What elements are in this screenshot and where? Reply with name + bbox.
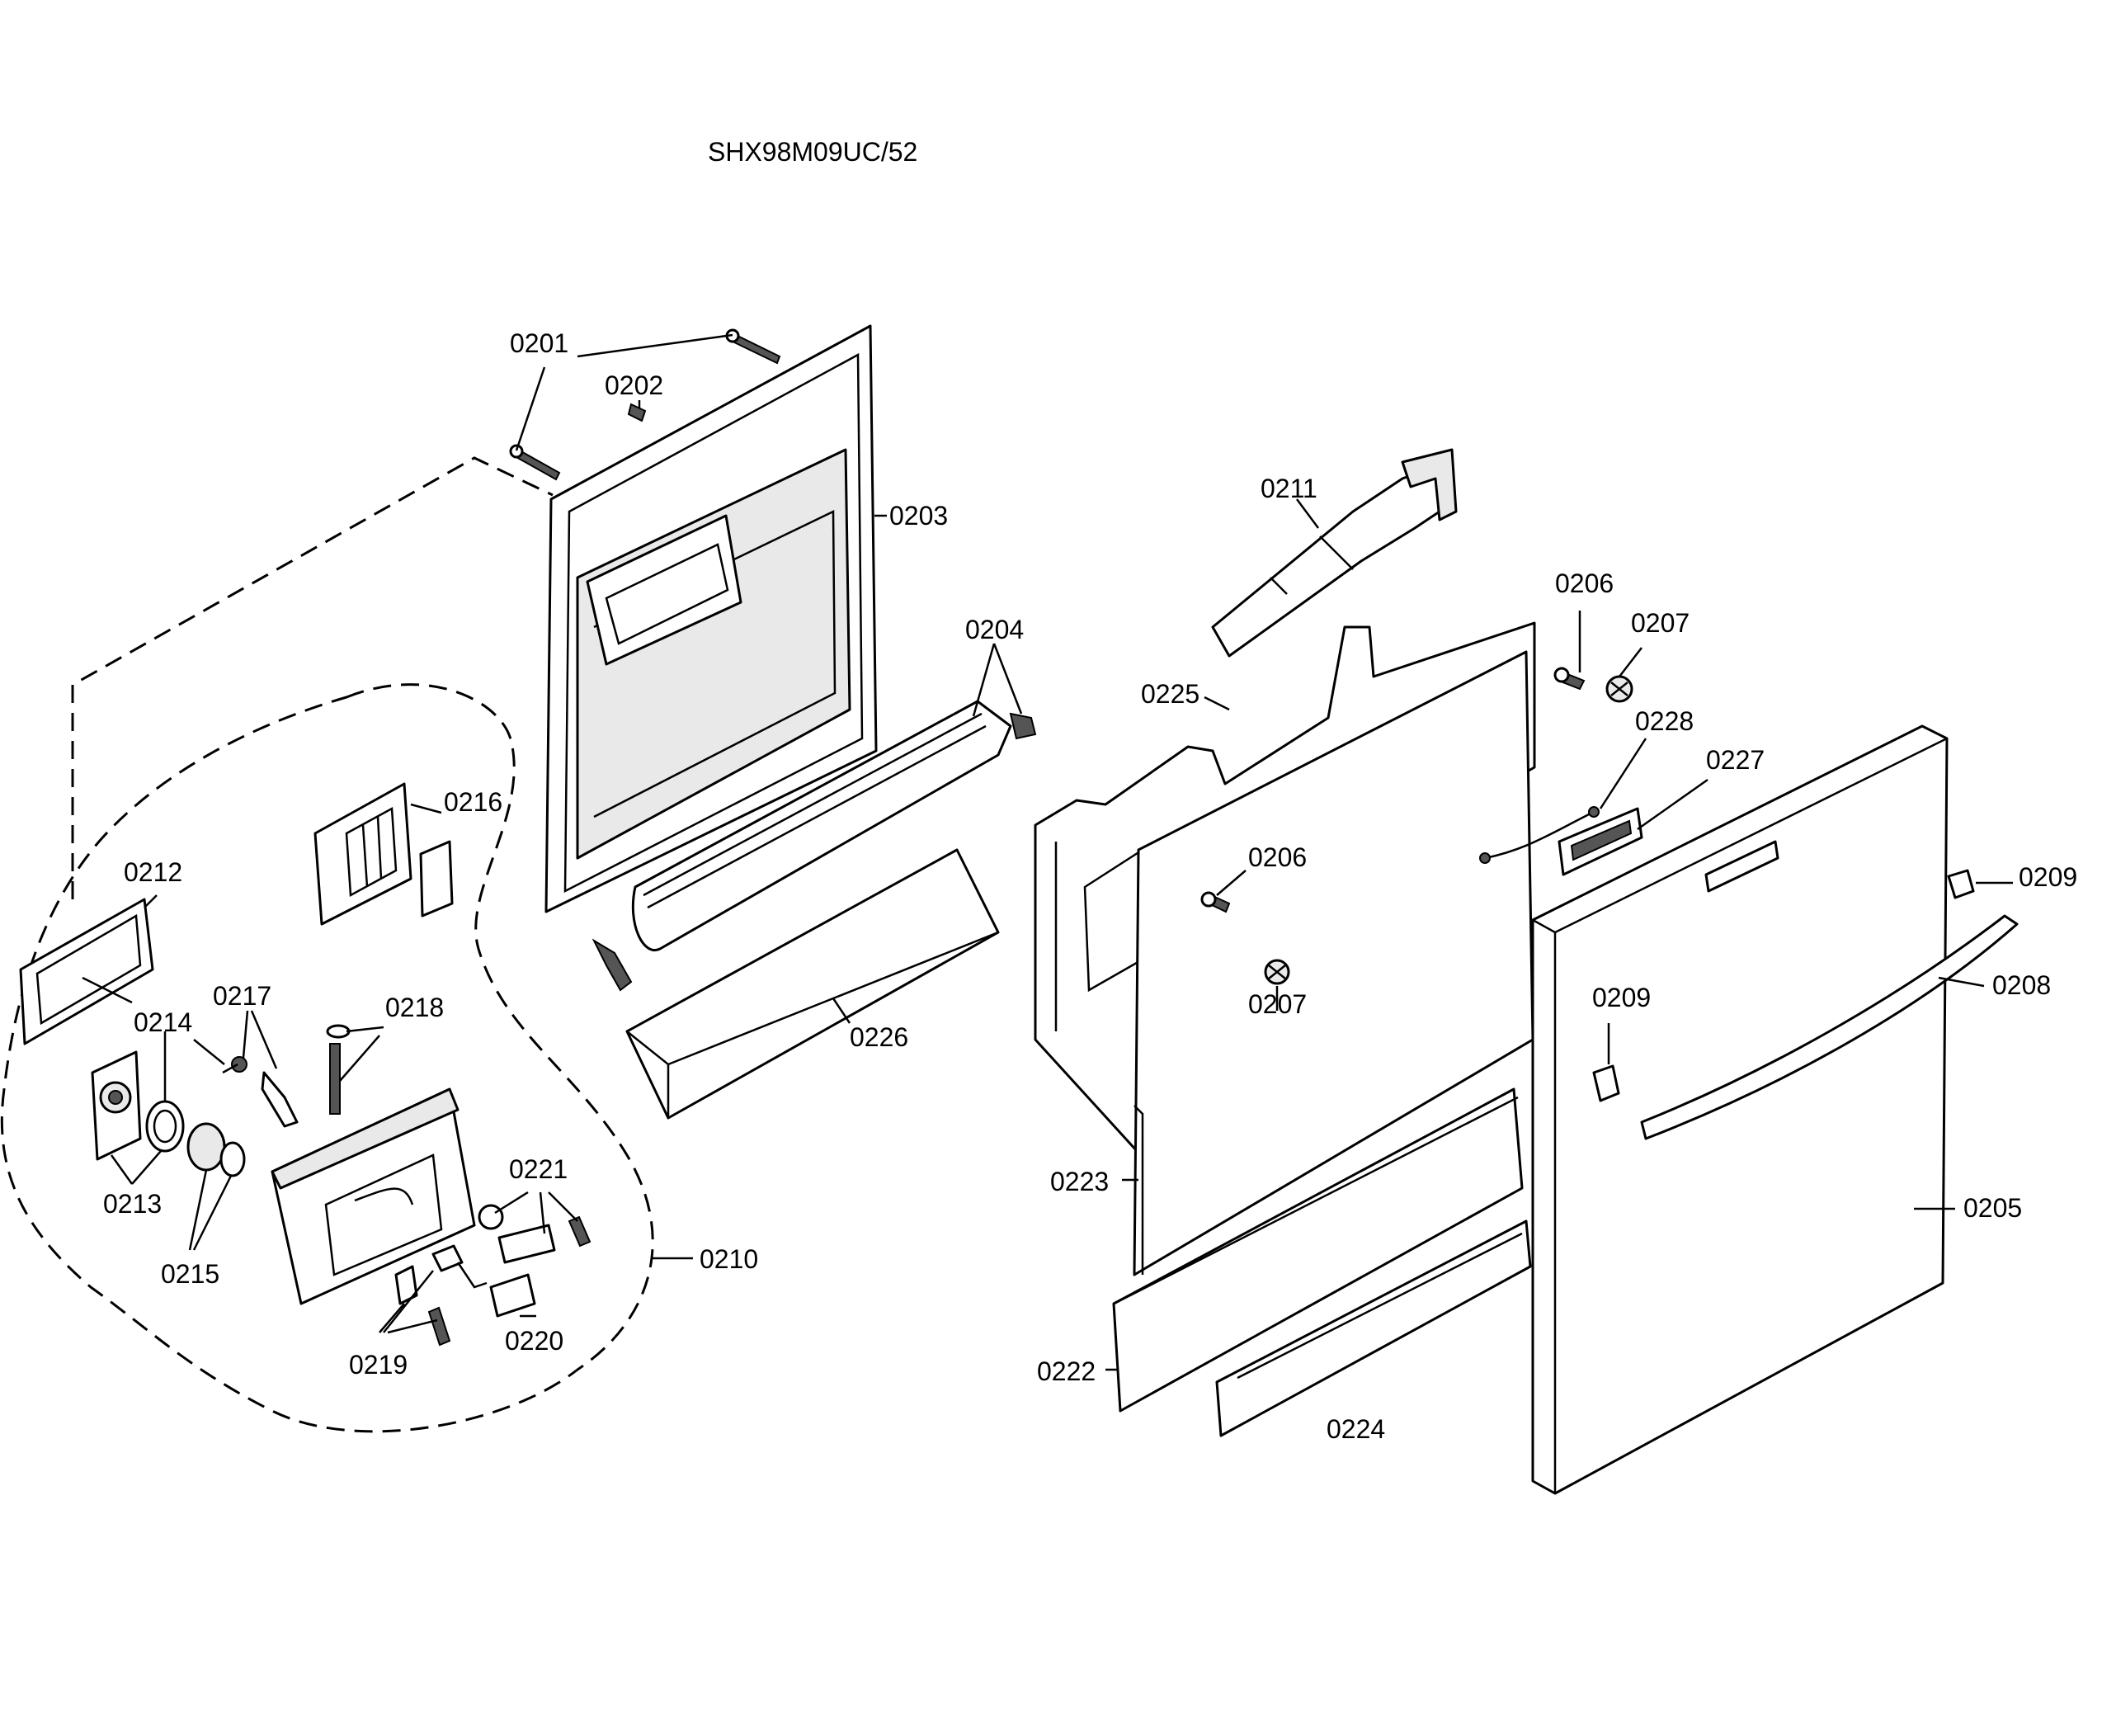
label-0208: 0208	[1992, 970, 2051, 1000]
label-0206-center: 0206	[1248, 842, 1307, 872]
handle-cap-0209-left	[1592, 1064, 1620, 1102]
label-0206-right: 0206	[1555, 568, 1614, 598]
fastener-0207-center	[1264, 959, 1290, 985]
switch-housing	[91, 1050, 142, 1161]
label-0213: 0213	[103, 1189, 162, 1219]
label-0226: 0226	[850, 1022, 908, 1052]
label-0216: 0216	[444, 787, 502, 817]
inner-door-panel	[544, 324, 878, 913]
label-0228: 0228	[1635, 706, 1694, 736]
label-0220: 0220	[505, 1326, 563, 1356]
label-0221: 0221	[509, 1154, 568, 1184]
group-connector-dashed	[71, 456, 554, 899]
label-0215: 0215	[161, 1259, 219, 1289]
label-0207-right: 0207	[1631, 608, 1690, 638]
label-0201: 0201	[510, 328, 568, 358]
bottom-trim-0226	[625, 848, 1000, 1120]
hinge-bracket	[1211, 448, 1458, 658]
cable-0228	[1479, 806, 1600, 864]
label-0225: 0225	[1141, 679, 1199, 709]
door-seal-strip	[591, 700, 1037, 992]
assembly-group-outline	[0, 683, 654, 1433]
label-0203: 0203	[889, 501, 948, 531]
spring-0217	[222, 1056, 299, 1128]
knob-0215	[186, 1122, 246, 1177]
door-handle-0208	[1640, 914, 2019, 1140]
label-0207-center: 0207	[1248, 989, 1307, 1019]
fastener-0206-center	[1200, 891, 1231, 913]
fastener-0206-right	[1553, 667, 1586, 691]
label-0209-left: 0209	[1592, 983, 1651, 1012]
screw-left	[509, 444, 561, 481]
label-0223: 0223	[1050, 1167, 1109, 1196]
leader-lines	[82, 333, 2013, 1371]
switch-0220	[489, 1273, 536, 1318]
ring-0214	[145, 1100, 185, 1153]
label-0219: 0219	[349, 1350, 408, 1380]
label-0227: 0227	[1706, 745, 1765, 775]
diagram-title: SHX98M09UC/52	[708, 137, 917, 167]
label-0210: 0210	[700, 1244, 758, 1274]
label-0202: 0202	[605, 370, 663, 400]
handle-insert-0227	[1558, 807, 1643, 876]
label-0214: 0214	[134, 1007, 192, 1037]
small-screw	[627, 403, 647, 422]
label-0204: 0204	[965, 615, 1024, 644]
screw-top	[725, 328, 781, 365]
outer-door-panel	[1531, 724, 1949, 1495]
display-frame	[19, 898, 154, 1045]
kick-panel-0222	[1112, 1087, 1524, 1413]
label-0217: 0217	[213, 981, 271, 1011]
control-module	[271, 1087, 476, 1305]
fastener-0207-right	[1605, 675, 1633, 703]
handle-cap-0209-right	[1947, 869, 1975, 899]
latch-parts-0219	[394, 1244, 488, 1347]
spring-pin-0218	[326, 1024, 351, 1115]
label-0211: 0211	[1261, 474, 1317, 503]
label-0209-right: 0209	[2019, 862, 2077, 892]
label-0218: 0218	[385, 993, 444, 1022]
parts-0221	[478, 1204, 591, 1264]
label-0205: 0205	[1963, 1193, 2022, 1223]
label-0212: 0212	[124, 857, 182, 887]
bottom-strip-0224	[1215, 1219, 1532, 1437]
label-0222: 0222	[1037, 1356, 1096, 1386]
vent-assembly	[313, 782, 454, 926]
label-0224: 0224	[1327, 1414, 1385, 1444]
